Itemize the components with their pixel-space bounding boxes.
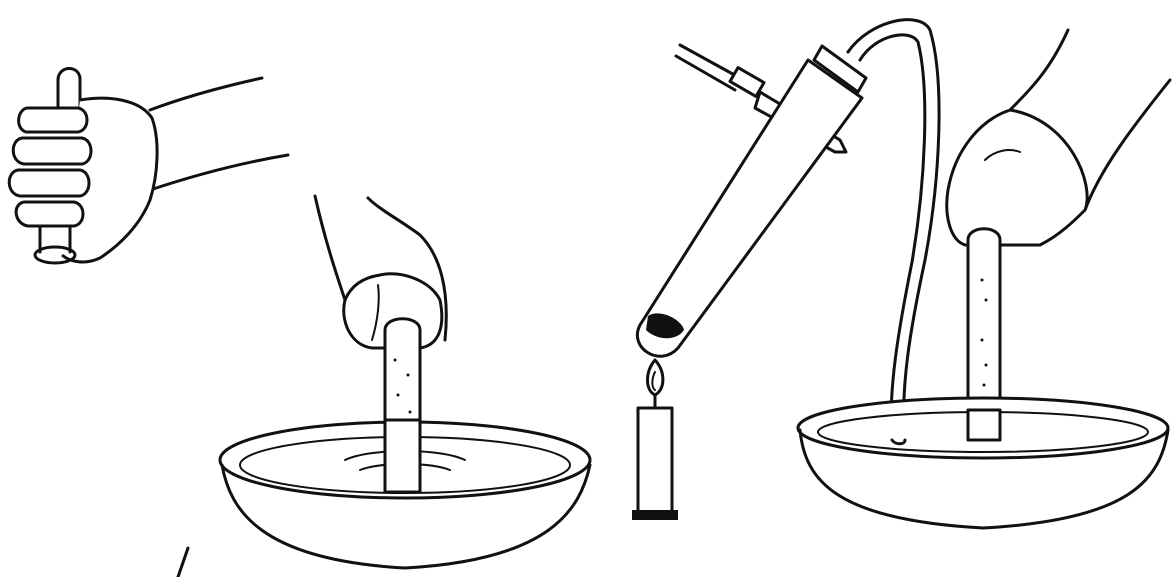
candle-base [632, 510, 678, 520]
arm3-upper [1010, 30, 1068, 110]
arm3-lower [1085, 80, 1170, 210]
arm-left-line [315, 196, 345, 300]
clamp-rod-top [680, 45, 740, 78]
tube-submerged [385, 420, 420, 492]
finger-2 [13, 138, 91, 164]
slanted-test-tube-icon [637, 60, 862, 356]
stray-mark [178, 548, 188, 577]
clamp-rod-bottom [676, 56, 735, 90]
arm-lower-line [150, 155, 288, 190]
finger-4 [16, 202, 83, 226]
finger-1 [19, 108, 87, 132]
delivery-tube-inner [860, 35, 925, 440]
collection-tube-submerged [968, 410, 1000, 440]
hand-icon-2 [947, 110, 1087, 245]
panel-heating-collection [632, 20, 1170, 528]
panel-hand-closing-tube [9, 68, 288, 263]
finger-3 [9, 170, 89, 196]
panel-inverted-tube [178, 196, 590, 577]
candle-icon [638, 408, 672, 518]
arm-upper-line [150, 78, 262, 110]
